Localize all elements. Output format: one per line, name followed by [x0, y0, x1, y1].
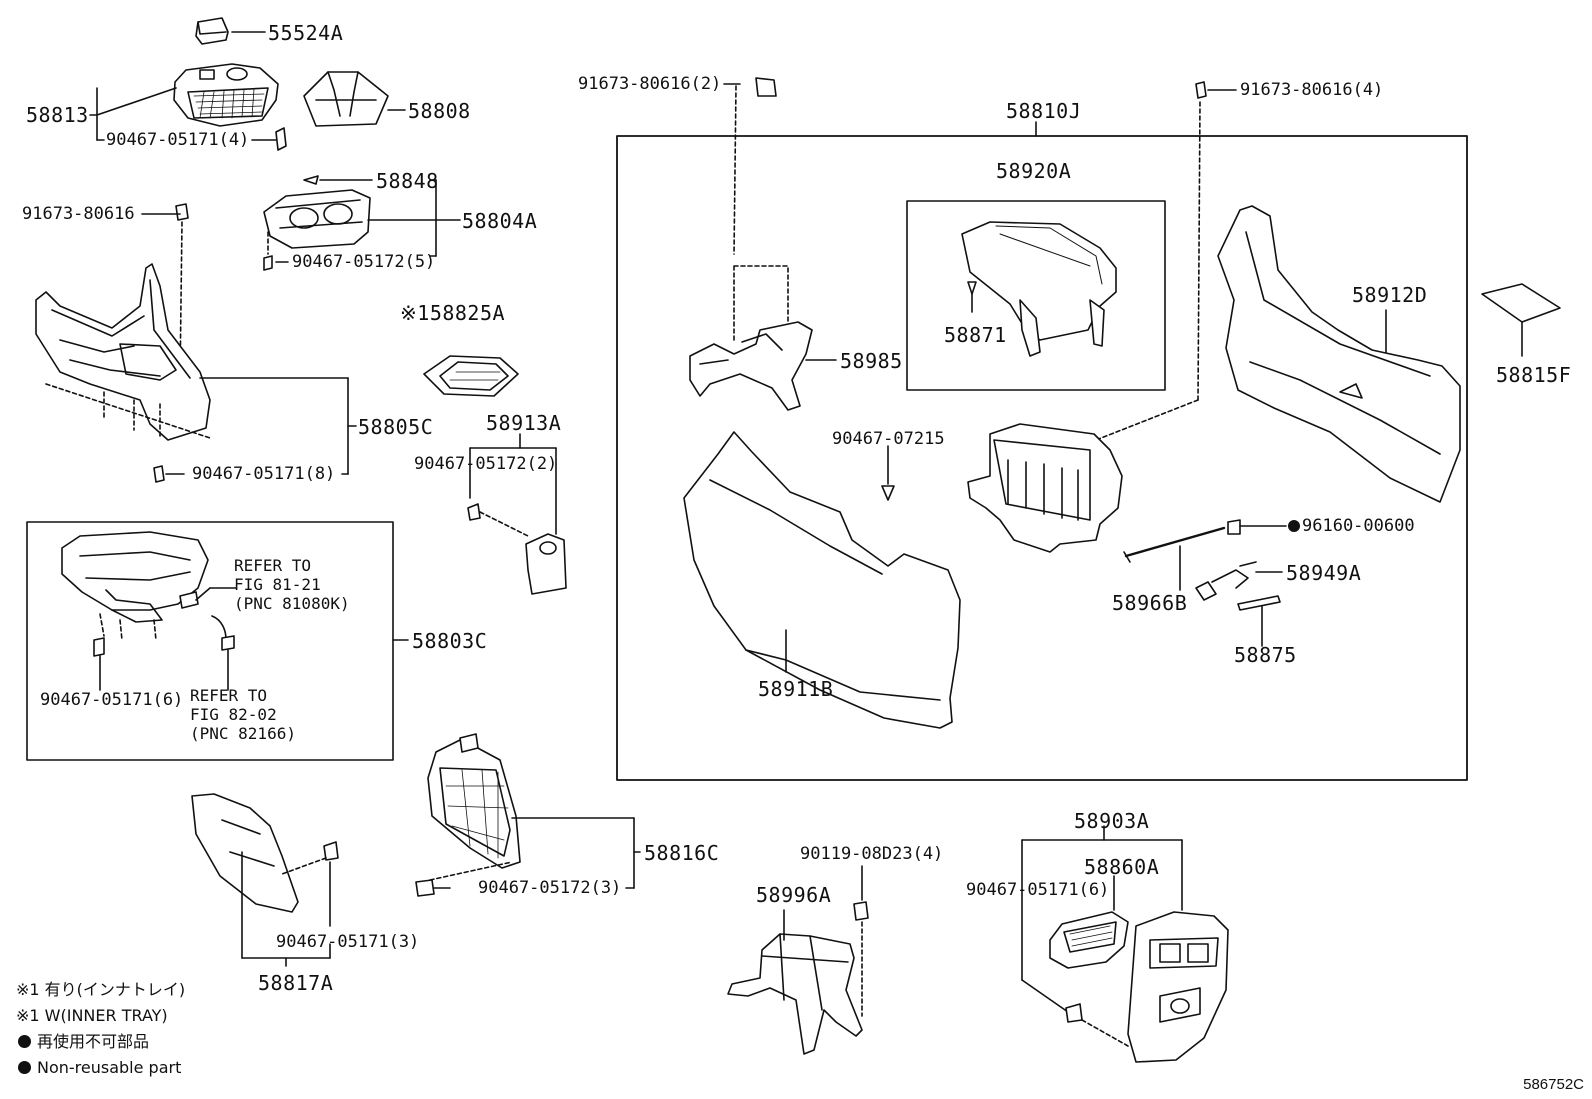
- part-58985: [689, 77, 837, 411]
- legend-inner-tray-en: ※1 W(INNER TRAY): [16, 1006, 168, 1025]
- label-90467-05171-8: 90467-05171(8): [192, 464, 336, 484]
- label-90467-05171-4: 90467-05171(4): [106, 130, 250, 150]
- legend-non-reusable-en: Non-reusable part: [18, 1058, 181, 1077]
- label-58996A: 58996A: [756, 883, 832, 907]
- legend-non-reusable-jp: 再使用不可部品: [18, 1032, 149, 1051]
- frame-58803C: [26, 521, 394, 761]
- part-58920A: [961, 221, 1117, 357]
- label-90119-08D23-4: 90119-08D23(4): [800, 844, 944, 864]
- legend-inner-tray-jp: ※1 有り(インナトレイ): [16, 980, 186, 999]
- label-91673-80616-2: 91673-80616(2): [578, 74, 722, 94]
- part-58805C: [35, 203, 357, 483]
- part-58817A: [191, 793, 339, 967]
- part-58966B: [1123, 519, 1300, 591]
- legend-dot-icon: [18, 1061, 31, 1074]
- label-58912D: 58912D: [1352, 283, 1428, 307]
- frame-58810J: [616, 135, 1468, 781]
- part-58903A: [1021, 825, 1229, 1063]
- part-58911B: [683, 431, 961, 729]
- part-58875: [1237, 595, 1281, 647]
- label-58875: 58875: [1234, 643, 1297, 667]
- label-90467-07215: 90467-07215: [832, 429, 945, 449]
- part-58804A: [263, 179, 461, 271]
- legend-non-reusable-jp-text: 再使用不可部品: [37, 1032, 150, 1051]
- label-58810J: 58810J: [1006, 99, 1082, 123]
- non-reusable-mark: [1288, 520, 1300, 532]
- label-90467-05171-6-b: 90467-05171(6): [966, 880, 1110, 900]
- part-55524A: [195, 17, 266, 45]
- part-58808: [303, 71, 406, 127]
- label-58920A: 58920A: [996, 159, 1072, 183]
- part-58816C: [415, 733, 641, 897]
- label-58825A-number: 58825A: [429, 301, 506, 325]
- part-console-box: [967, 81, 1237, 553]
- legend-dot-icon: [18, 1035, 31, 1048]
- part-58815F: [1481, 283, 1561, 357]
- label-58913A: 58913A: [486, 411, 562, 435]
- label-90467-05172-3: 90467-05172(3): [478, 878, 622, 898]
- label-58805C: 58805C: [358, 415, 434, 439]
- label-90467-05172-5: 90467-05172(5): [292, 252, 436, 272]
- part-58949A: [1195, 561, 1283, 601]
- label-55524A: 55524A: [268, 21, 344, 45]
- label-58871: 58871: [944, 323, 1007, 347]
- label-58966B: 58966B: [1112, 591, 1188, 615]
- legend-non-reusable-en-text: Non-reusable part: [37, 1058, 182, 1077]
- part-58913A: [467, 433, 567, 595]
- label-58803C: 58803C: [412, 629, 488, 653]
- label-58804A: 58804A: [462, 209, 538, 233]
- label-58815F: 58815F: [1496, 363, 1572, 387]
- label-91673-80616-4: 91673-80616(4): [1240, 80, 1384, 100]
- label-58903A: 58903A: [1074, 809, 1150, 833]
- label-91673-80616: 91673-80616: [22, 204, 135, 224]
- part-58912D: [1217, 205, 1461, 503]
- label-96160-00600: 96160-00600: [1302, 516, 1415, 536]
- figure-reference: 586752C: [1523, 1076, 1584, 1093]
- label-58860A: 58860A: [1084, 855, 1160, 879]
- label-58911B: 58911B: [758, 677, 834, 701]
- note-refer-fig-82-02: REFER TO FIG 82-02 (PNC 82166): [190, 686, 296, 743]
- part-58860A: [1049, 875, 1129, 969]
- label-90467-05171-6-a: 90467-05171(6): [40, 690, 184, 710]
- part-58996A: [727, 865, 869, 1055]
- label-58825A: ※158825A: [400, 302, 505, 324]
- label-58949A: 58949A: [1286, 561, 1362, 585]
- label-58848: 58848: [376, 169, 439, 193]
- part-58813: [89, 63, 287, 151]
- label-58813: 58813: [26, 103, 89, 127]
- part-58848: [303, 175, 373, 185]
- part-90467-07215: [881, 445, 895, 501]
- part-58803C: [61, 531, 409, 691]
- note-refer-fig-81-21: REFER TO FIG 81-21 (PNC 81080K): [234, 556, 350, 613]
- label-58985: 58985: [840, 349, 903, 373]
- label-58817A: 58817A: [258, 971, 334, 995]
- part-58825A: [423, 355, 519, 397]
- label-58816C: 58816C: [644, 841, 720, 865]
- label-90467-05172-2: 90467-05172(2): [414, 454, 558, 474]
- frame-58920A: [906, 200, 1166, 391]
- label-58808: 58808: [408, 99, 471, 123]
- label-90467-05171-3: 90467-05171(3): [276, 932, 420, 952]
- inner-tray-mark: ※1: [400, 301, 430, 325]
